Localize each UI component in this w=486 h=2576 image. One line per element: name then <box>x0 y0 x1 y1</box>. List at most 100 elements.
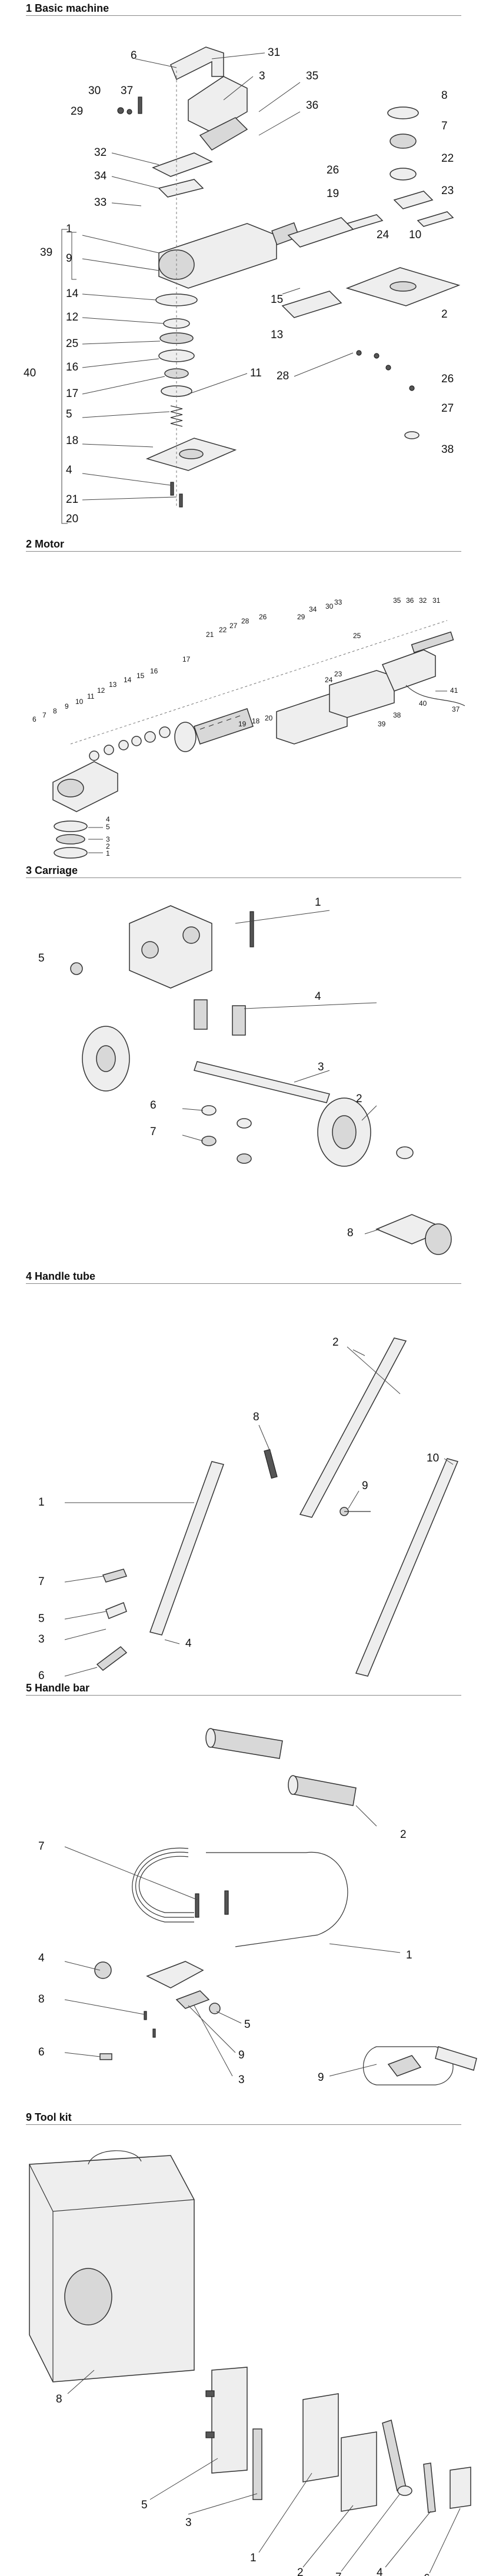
callout-5: 5 <box>66 408 72 421</box>
callout-9: 9 <box>238 2049 245 2061</box>
callout-20: 20 <box>66 513 78 525</box>
callout-4: 4 <box>315 990 321 1003</box>
callout-6: 6 <box>131 49 137 62</box>
exploded-diagram-motor: 35 36 32 31 34 30 33 29 28 27 26 25 22 2… <box>32 596 465 859</box>
callout-7: 7 <box>441 120 448 132</box>
callout-18: 18 <box>252 717 260 725</box>
callout-38: 38 <box>393 711 401 719</box>
callout-1: 1 <box>66 223 72 235</box>
callout-27: 27 <box>229 622 238 630</box>
callout-9b: 9 <box>318 2071 324 2084</box>
callout-39: 39 <box>40 246 52 259</box>
callout-29: 29 <box>71 105 83 118</box>
callout-5: 5 <box>38 1613 45 1625</box>
exploded-diagram-tool-kit: 8 5 3 1 2 7 4 6 <box>29 2150 471 2576</box>
section-title: 5 Handle bar <box>26 1682 90 1694</box>
callout-7: 7 <box>38 1840 45 1853</box>
callout-36: 36 <box>306 99 318 112</box>
section-title: 2 Motor <box>26 538 64 550</box>
callout-1: 1 <box>106 849 110 857</box>
callout-19: 19 <box>238 720 247 728</box>
callout-10: 10 <box>427 1452 439 1464</box>
section-tool-kit: 9 Tool kit 8 5 3 1 <box>0 2111 486 2576</box>
callout-8: 8 <box>38 1993 45 2006</box>
callout-20: 20 <box>265 714 273 722</box>
callout-1: 1 <box>250 2552 257 2564</box>
callout-18: 18 <box>66 435 78 447</box>
callout-8: 8 <box>253 1411 259 1423</box>
callout-23: 23 <box>441 185 454 197</box>
callout-11: 11 <box>250 367 262 379</box>
callout-21: 21 <box>66 493 78 506</box>
callout-33: 33 <box>94 196 106 209</box>
callout-6: 6 <box>38 2046 45 2058</box>
callout-6: 6 <box>32 715 36 723</box>
callout-14: 14 <box>124 676 132 684</box>
callout-26b: 26 <box>441 373 454 385</box>
callout-9: 9 <box>66 252 72 265</box>
callout-8: 8 <box>347 1227 354 1239</box>
callout-15: 15 <box>137 672 145 680</box>
callout-23: 23 <box>334 670 342 678</box>
section-rule <box>26 1283 461 1284</box>
callout-40: 40 <box>24 367 36 379</box>
callout-13: 13 <box>109 680 117 689</box>
callout-21: 21 <box>206 630 214 639</box>
callout-13: 13 <box>271 329 283 341</box>
section-rule <box>26 877 461 878</box>
callout-5: 5 <box>38 952 45 965</box>
callout-32: 32 <box>94 146 106 159</box>
callout-31: 31 <box>432 596 441 605</box>
callout-7: 7 <box>335 2571 342 2576</box>
callout-7: 7 <box>38 1576 45 1588</box>
callout-6: 6 <box>424 2572 430 2576</box>
callout-3: 3 <box>38 1633 45 1646</box>
callout-15: 15 <box>271 293 283 306</box>
callout-16: 16 <box>66 361 78 373</box>
callout-4: 4 <box>38 1952 45 1964</box>
callout-22: 22 <box>441 152 454 165</box>
callout-41: 41 <box>450 686 458 695</box>
exploded-diagram-handle-bar: 2 7 1 4 8 5 6 9 3 9 <box>38 1728 477 2086</box>
callout-2: 2 <box>297 2567 304 2576</box>
callout-39: 39 <box>378 720 386 728</box>
callout-17: 17 <box>182 655 191 663</box>
callout-36: 36 <box>406 596 414 605</box>
section-carriage: 3 Carriage 1 5 <box>0 865 486 1270</box>
section-title: 9 Tool kit <box>26 2111 72 2123</box>
callout-25: 25 <box>66 338 78 350</box>
callout-25: 25 <box>353 632 361 640</box>
callout-11: 11 <box>87 692 95 700</box>
section-rule <box>26 15 461 16</box>
callout-8: 8 <box>53 707 57 715</box>
callout-26: 26 <box>327 164 339 176</box>
callout-8: 8 <box>441 89 448 102</box>
callout-4: 4 <box>106 815 110 823</box>
callout-2: 2 <box>106 842 110 850</box>
callout-16: 16 <box>150 667 158 675</box>
section-rule <box>26 1695 461 1696</box>
callout-30: 30 <box>325 602 334 610</box>
callout-2: 2 <box>332 1336 339 1349</box>
callout-14: 14 <box>66 288 79 300</box>
callout-4: 4 <box>377 2567 383 2576</box>
callout-22: 22 <box>219 626 227 634</box>
callout-6: 6 <box>38 1670 45 1682</box>
section-title: 3 Carriage <box>26 865 78 876</box>
callout-32: 32 <box>419 596 427 605</box>
callout-5: 5 <box>106 823 110 831</box>
section-basic-machine: 1 Basic machine <box>0 0 486 541</box>
callout-1: 1 <box>315 896 321 909</box>
exploded-diagram-basic-machine: 6 31 30 37 3 35 29 36 8 7 32 22 34 26 19… <box>24 46 461 525</box>
section-rule <box>26 2124 461 2125</box>
callout-6: 6 <box>150 1099 157 1112</box>
callout-28: 28 <box>277 370 289 382</box>
callout-34: 34 <box>309 605 317 613</box>
callout-17: 17 <box>66 388 78 400</box>
callout-28: 28 <box>241 617 249 625</box>
section-motor: 2 Motor 35 36 32 31 <box>0 538 486 867</box>
callout-30: 30 <box>88 85 101 97</box>
callout-3: 3 <box>318 1061 324 1073</box>
callout-27: 27 <box>441 402 454 415</box>
callout-4: 4 <box>66 464 72 476</box>
